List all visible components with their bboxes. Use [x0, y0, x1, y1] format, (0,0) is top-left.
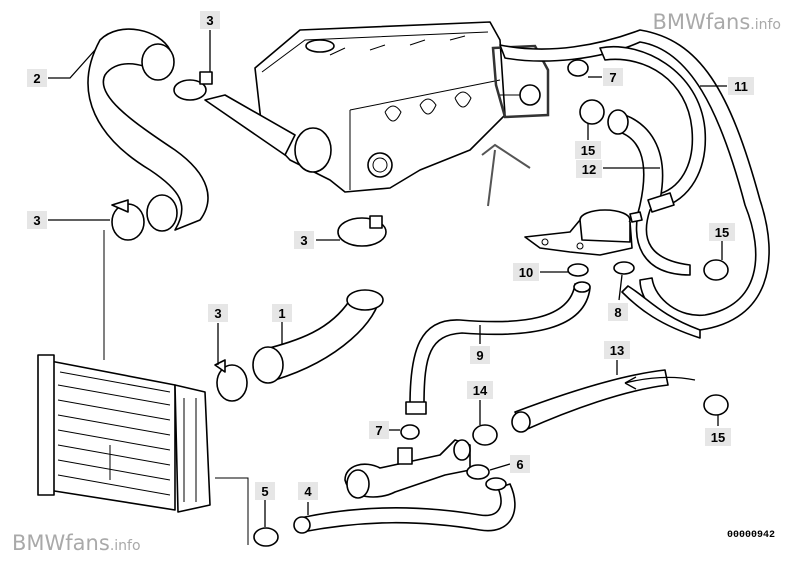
clamp-3-left: [111, 199, 145, 241]
clamp-7-top: [567, 59, 589, 77]
hose-9: [405, 281, 591, 415]
callout-3-text: 3: [206, 13, 213, 28]
callout-15: 15: [709, 223, 735, 241]
callout-3-text: 3: [33, 213, 40, 228]
callout-2-text: 2: [33, 71, 40, 86]
callout-15-text: 15: [711, 430, 725, 445]
coolant-pipe-assembly: [344, 439, 471, 499]
callout-6: 6: [510, 455, 530, 473]
callout-11: 11: [728, 77, 754, 95]
clamp-15-right: [703, 259, 729, 281]
radiator: [37, 354, 211, 513]
callout-7-text: 7: [609, 70, 616, 85]
callout-3: 3: [27, 211, 47, 229]
callout-2: 2: [27, 69, 47, 87]
clamp-15-top: [579, 99, 605, 125]
callout-15: 15: [575, 141, 601, 159]
callout-5-text: 5: [261, 484, 268, 499]
callout-14: 14: [467, 381, 493, 399]
callout-4: 4: [298, 482, 318, 500]
callout-15: 15: [705, 428, 731, 446]
callout-10-text: 10: [519, 265, 533, 280]
callout-13: 13: [604, 341, 630, 359]
watermark-suffix: .info: [109, 538, 141, 554]
callout-11-text: 11: [734, 79, 748, 94]
hose-pipe-top: [204, 94, 332, 173]
watermark-brand: BMWfans: [652, 10, 751, 34]
callout-3: 3: [294, 231, 314, 249]
clamp-6: [466, 464, 490, 480]
watermark-bottom: BMWfans.info: [12, 531, 141, 555]
clamp-15-lower: [703, 394, 729, 416]
clamp-3-top: [173, 71, 213, 101]
hose-12: [607, 109, 691, 276]
callout-15-text: 15: [581, 143, 595, 158]
watermark-top: BMWfans.info: [652, 10, 781, 34]
callout-5: 5: [255, 482, 275, 500]
callout-3: 3: [200, 11, 220, 29]
callout-3-text: 3: [214, 306, 221, 321]
watermark-suffix: .info: [750, 17, 781, 33]
callout-1: 1: [272, 304, 292, 322]
callout-10: 10: [513, 263, 539, 281]
callout-3: 3: [208, 304, 228, 322]
highlight-annotation: [481, 44, 550, 207]
clamp-7-lower: [400, 424, 420, 440]
callout-12: 12: [576, 160, 602, 178]
thermostat-housing: [524, 209, 643, 256]
clamp-3-middle: [337, 215, 387, 247]
callout-15-text: 15: [715, 225, 729, 240]
hose-2: [87, 28, 209, 232]
clamp-3-lower: [214, 359, 248, 402]
callout-7-text: 7: [375, 423, 382, 438]
callout-12-text: 12: [582, 162, 596, 177]
diagram-code: 00000942: [726, 530, 775, 541]
leader-lines: [48, 30, 727, 527]
clamp-14: [472, 424, 498, 446]
watermark-brand: BMWfans: [12, 531, 110, 555]
clamp-5: [253, 527, 279, 547]
callout-7: 7: [603, 68, 623, 86]
callout-13-text: 13: [610, 343, 624, 358]
callout-8-text: 8: [614, 305, 621, 320]
callout-7: 7: [369, 421, 389, 439]
callout-9-text: 9: [476, 348, 483, 363]
hose-1: [252, 289, 384, 384]
hose-11: [499, 29, 770, 331]
callout-6-text: 6: [516, 457, 523, 472]
clamp-8: [613, 261, 635, 275]
callout-8: 8: [608, 303, 628, 321]
hose-4: [293, 477, 516, 534]
callout-4-text: 4: [304, 484, 312, 499]
callout-14-text: 14: [473, 383, 488, 398]
callout-3-text: 3: [300, 233, 307, 248]
callout-1-text: 1: [278, 306, 285, 321]
callout-9: 9: [470, 346, 490, 364]
clamp-10: [567, 263, 589, 277]
